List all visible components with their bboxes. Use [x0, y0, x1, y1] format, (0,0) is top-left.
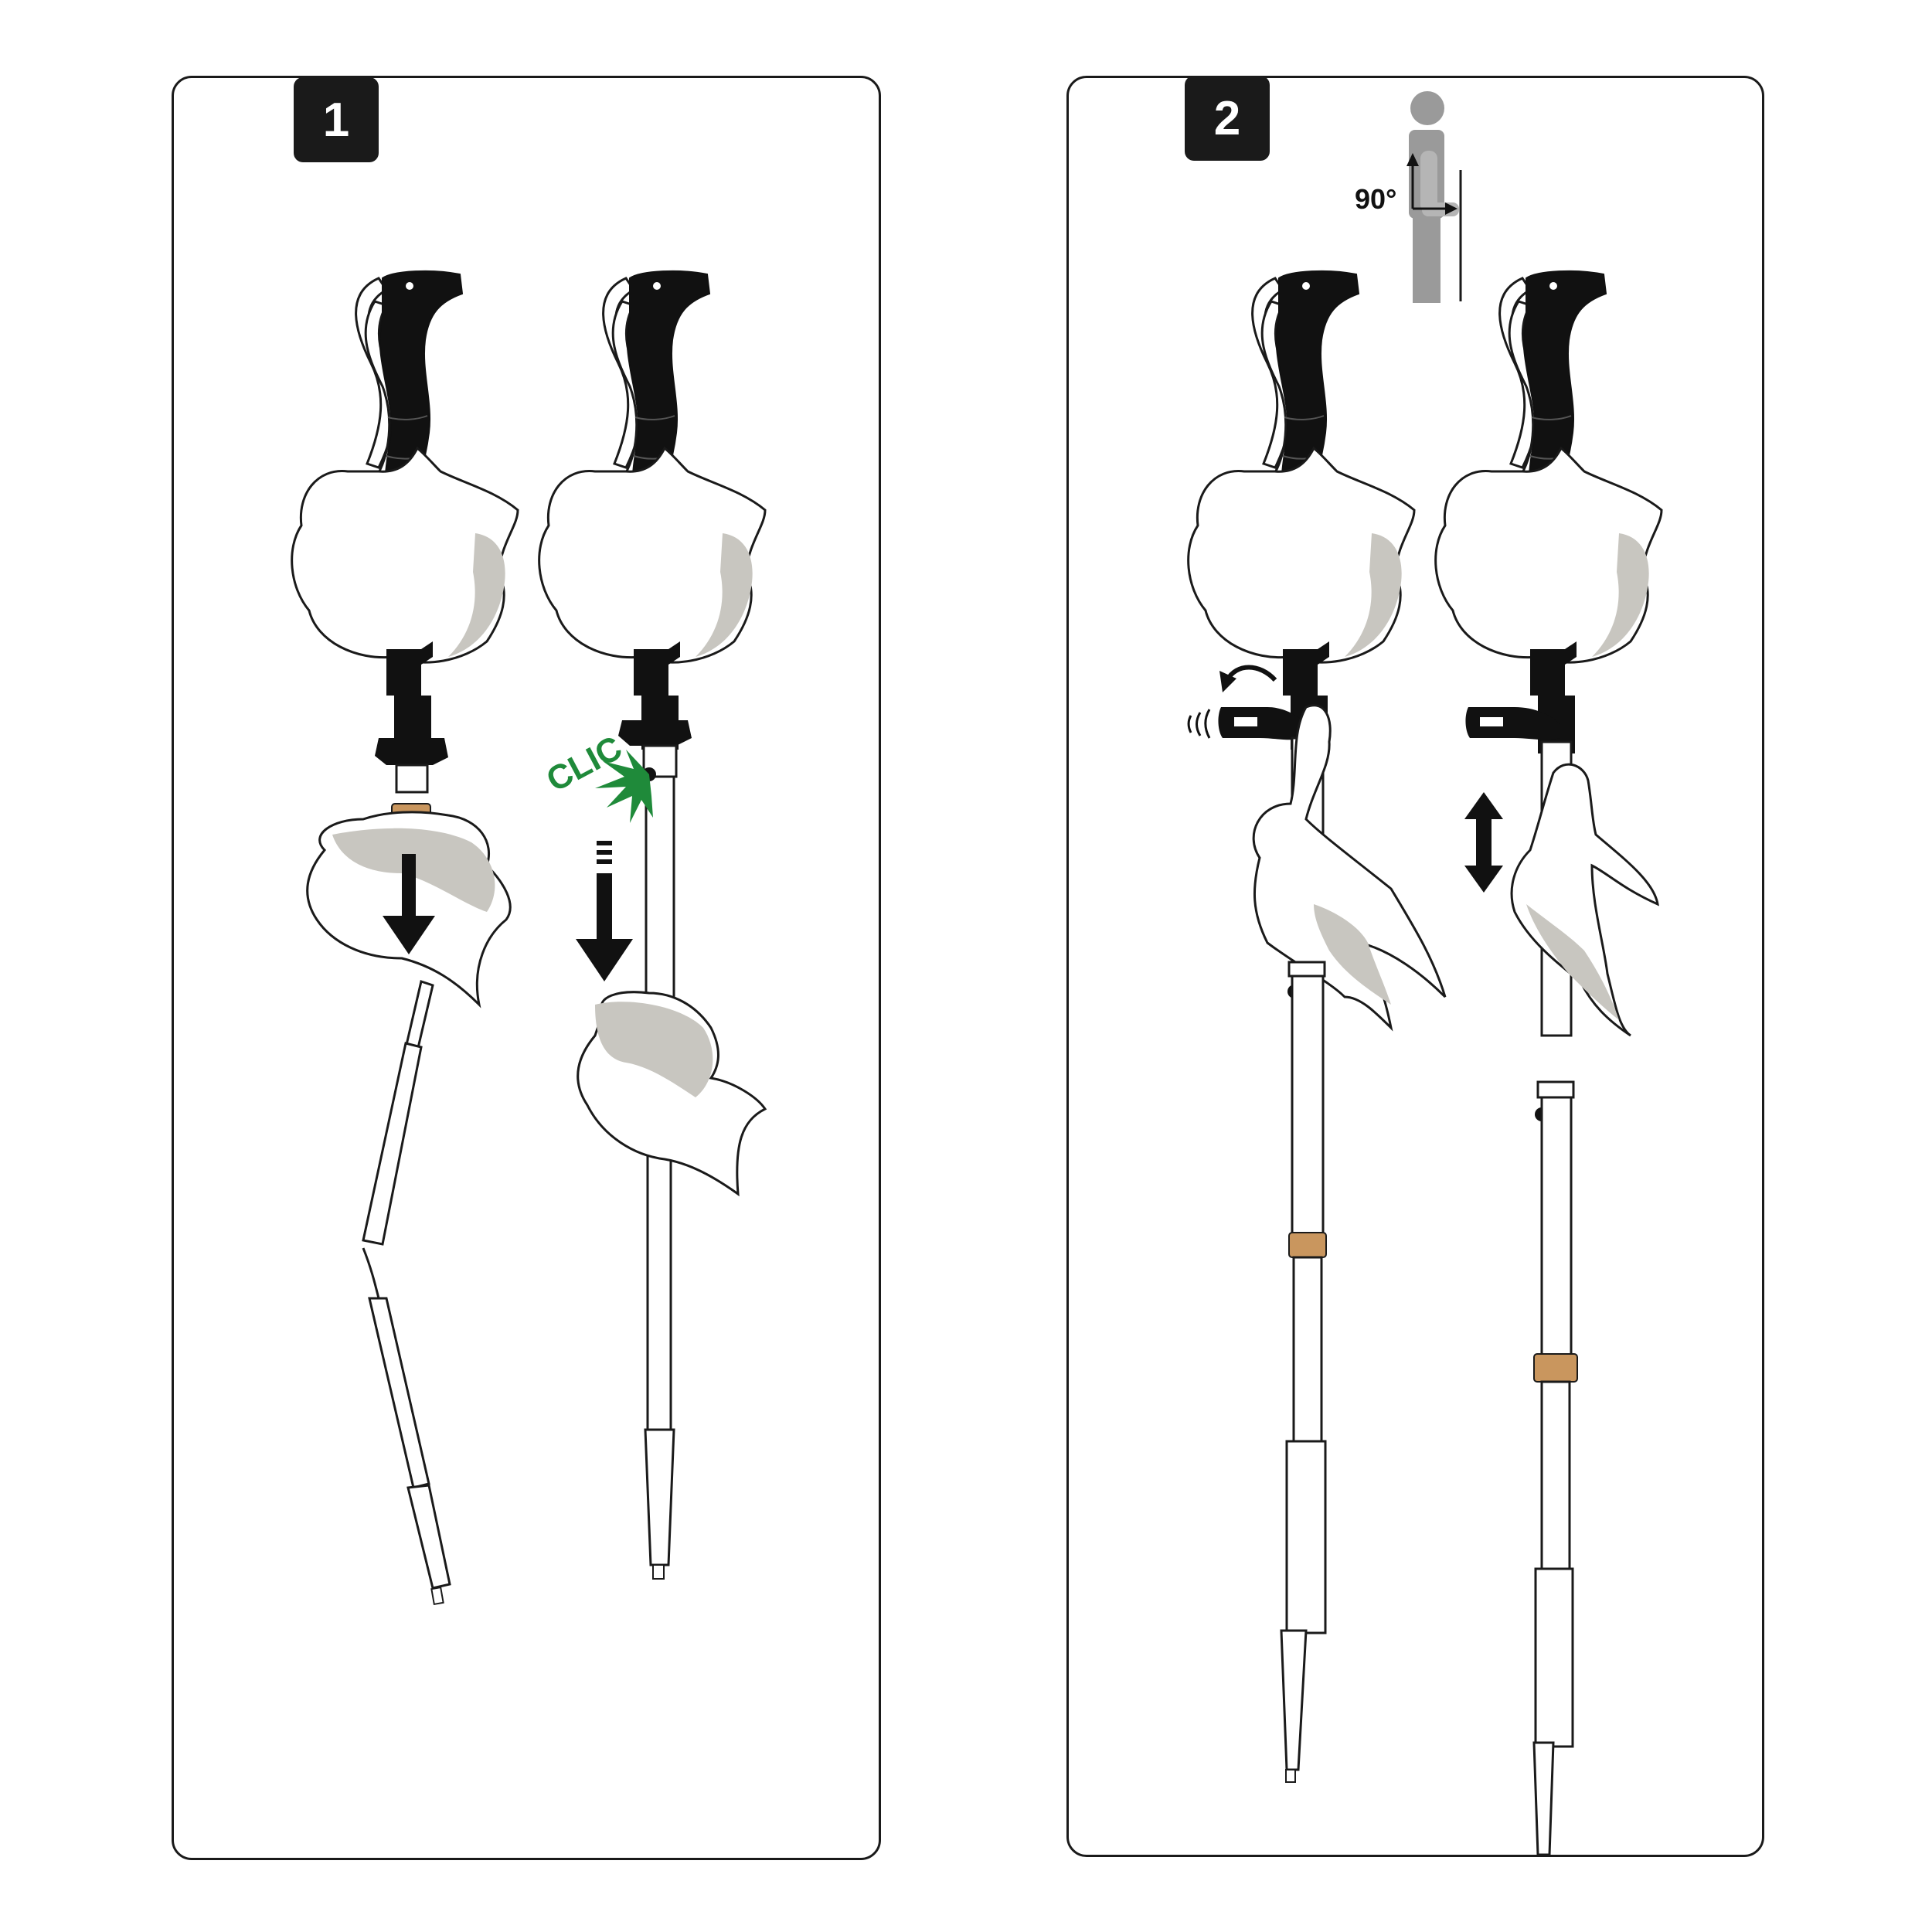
step1-right-pole: CLIC: [538, 270, 767, 1580]
step1-right-down-arrow-icon: [576, 841, 633, 981]
step2-left-hand: [1252, 704, 1447, 1032]
step2-right-pole: [1434, 270, 1663, 1856]
step-2-number: 2: [1213, 91, 1241, 145]
step-1-badge: 1: [294, 77, 379, 162]
step1-lever-closed: [375, 738, 448, 765]
step-2-badge: 2: [1185, 76, 1270, 161]
angle-label: 90°: [1355, 183, 1396, 215]
step2-lever-open: [1218, 707, 1306, 740]
step-1-number: 1: [322, 93, 350, 147]
step2-right-lock-ring: [1533, 1353, 1578, 1383]
person-elbow-90-icon: 90°: [1355, 91, 1462, 303]
step1-left-pole: [291, 270, 519, 1606]
step2-left-lock-ring: [1288, 1232, 1327, 1258]
step2-right-lever-open: [1465, 707, 1561, 740]
up-down-arrow-icon: [1464, 792, 1503, 893]
step1-left-down-arrow-icon: [383, 854, 435, 954]
step1-right-lever: [618, 720, 692, 746]
step2-right-hand: [1510, 763, 1659, 1037]
step2-left-pole: [1187, 270, 1447, 1783]
rotate-arrow-icon: [1219, 665, 1277, 692]
click-label: CLIC: [540, 729, 628, 799]
step-1-panel: [172, 76, 881, 1860]
